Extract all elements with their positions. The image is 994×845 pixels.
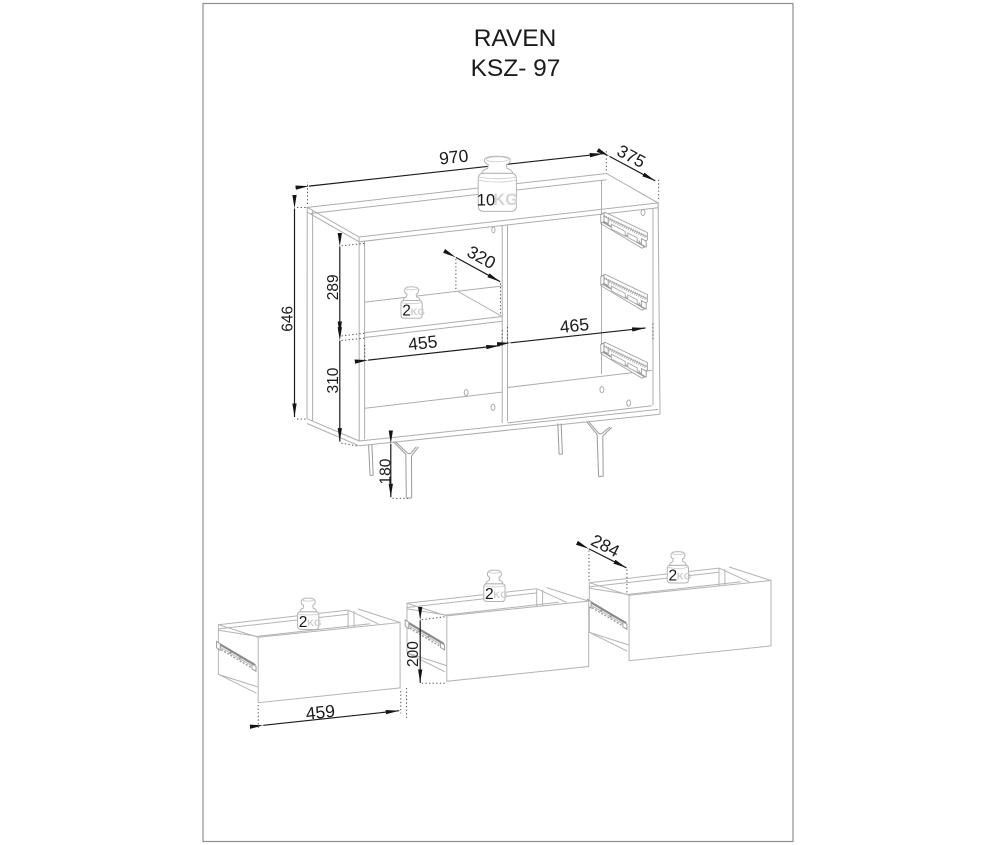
svg-text:646: 646 bbox=[280, 306, 297, 332]
svg-text:455: 455 bbox=[407, 331, 438, 354]
svg-text:375: 375 bbox=[614, 140, 649, 171]
svg-text:465: 465 bbox=[559, 314, 590, 337]
svg-text:459: 459 bbox=[305, 701, 336, 724]
svg-text:200: 200 bbox=[405, 641, 422, 667]
svg-text:284: 284 bbox=[588, 530, 623, 561]
svg-text:310: 310 bbox=[325, 367, 342, 393]
svg-text:KSZ- 97: KSZ- 97 bbox=[471, 55, 561, 82]
svg-text:180: 180 bbox=[378, 458, 395, 484]
svg-text:289: 289 bbox=[325, 274, 342, 300]
svg-text:970: 970 bbox=[438, 145, 469, 168]
svg-text:320: 320 bbox=[464, 241, 499, 273]
svg-text:RAVEN: RAVEN bbox=[474, 25, 557, 52]
